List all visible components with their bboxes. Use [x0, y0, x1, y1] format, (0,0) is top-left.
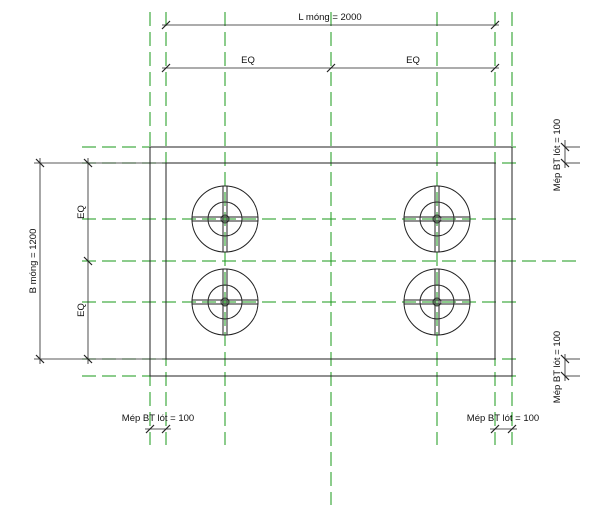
mep-bottom-right-label: Mép BT lót = 100	[467, 413, 539, 424]
dimension-mep-right-top: Mép BT lót = 100	[552, 119, 580, 191]
mep-right-bottom-label: Mép BT lót = 100	[552, 331, 563, 403]
dimension-eq-top: EQ EQ	[161, 55, 500, 73]
l-mong-label: L móng = 2000	[298, 12, 361, 23]
pile-bottom-right	[403, 268, 471, 336]
grid-lines-vertical	[149, 12, 513, 505]
pile-top-right	[403, 185, 471, 253]
eq-top-left-label: EQ	[241, 55, 255, 66]
dimension-mep-bottom-right: Mép BT lót = 100	[467, 413, 539, 434]
lean-concrete-outline	[149, 146, 513, 377]
eq-top-right-label: EQ	[406, 55, 420, 66]
b-mong-label: B móng = 1200	[28, 229, 39, 294]
mep-bottom-left-label: Mép BT lót = 100	[122, 413, 194, 424]
pile-top-left	[191, 185, 259, 253]
eq-left-bottom-label: EQ	[76, 303, 87, 317]
dimension-mep-bottom-left: Mép BT lót = 100	[122, 413, 194, 434]
footing-outline	[165, 162, 496, 360]
dimension-l-mong: L móng = 2000	[161, 12, 500, 30]
dimension-eq-left: EQ EQ	[76, 158, 93, 364]
eq-left-top-label: EQ	[76, 205, 87, 219]
dimension-mep-right-bottom: Mép BT lót = 100	[552, 331, 580, 403]
pile-bottom-left	[191, 268, 259, 336]
dimension-b-mong: B móng = 1200	[28, 158, 166, 364]
mep-right-top-label: Mép BT lót = 100	[552, 119, 563, 191]
